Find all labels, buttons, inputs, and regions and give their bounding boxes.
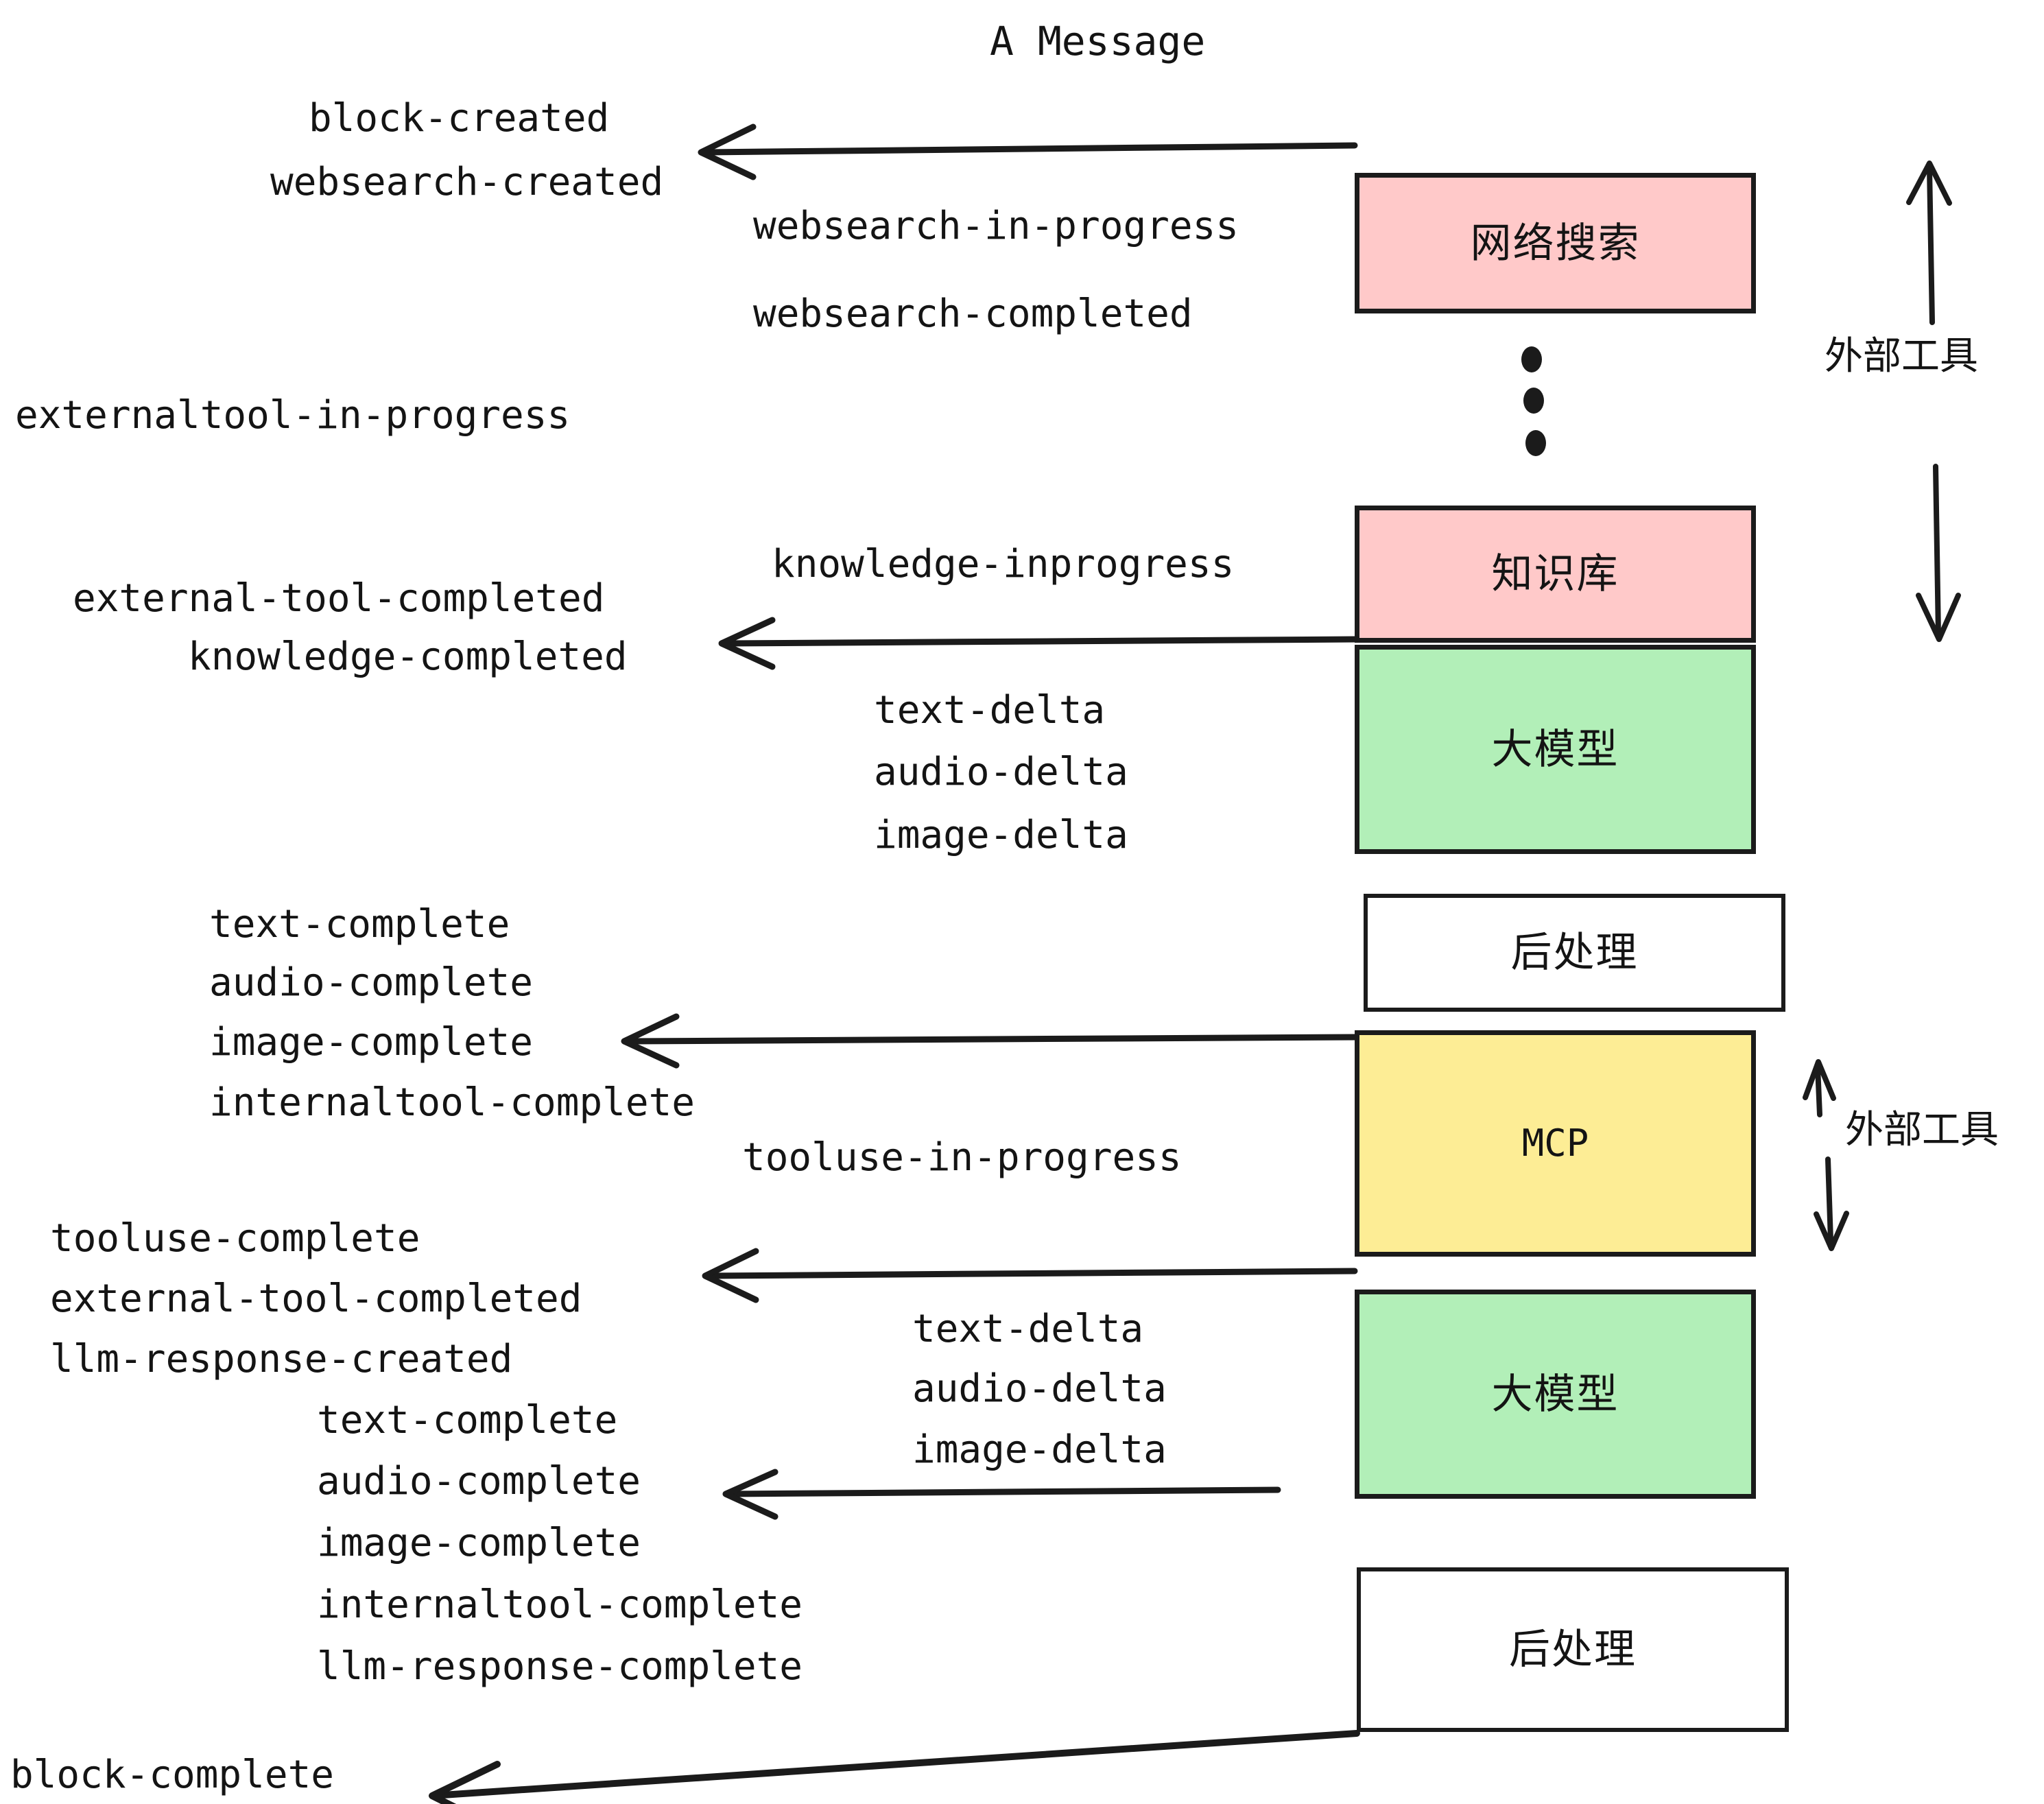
event-tooluse-complete: tooluse-complete [50, 1216, 420, 1261]
event-websearch-in-progress: websearch-in-progress [753, 204, 1239, 248]
box-postprocess-top[interactable]: 后处理 [1364, 894, 1785, 1012]
event-knowledge-inprogress: knowledge-inprogress [772, 542, 1235, 586]
event-audio-complete-2: audio-complete [317, 1459, 641, 1504]
box-mcp-label: MCP [1521, 1121, 1589, 1165]
arrow-knowledge-to-completed [718, 617, 1358, 670]
event-external-tool-completed-1: external-tool-completed [73, 576, 605, 621]
event-llm-response-complete: llm-response-complete [317, 1644, 803, 1689]
external-tool-label-bottom: 外部工具 [1845, 1108, 1999, 1152]
arrow-websearch-to-block-created [698, 123, 1358, 180]
event-websearch-created: websearch-created [270, 160, 664, 204]
event-image-delta-2: image-delta [912, 1427, 1167, 1472]
vertical-ellipsis-dots [1521, 346, 1546, 456]
event-text-complete-1: text-complete [209, 902, 510, 947]
arrow-llm-bottom-to-audio-complete [722, 1469, 1281, 1520]
event-text-delta-2: text-delta [912, 1307, 1144, 1351]
event-block-created: block-created [309, 96, 610, 141]
box-postprocess-top-label: 后处理 [1510, 929, 1639, 977]
arrow-postprocess-to-block-complete [429, 1730, 1360, 1804]
diagram-title: A Message [990, 18, 1206, 64]
box-postprocess-bottom[interactable]: 后处理 [1357, 1567, 1789, 1732]
event-image-complete-2: image-complete [317, 1521, 641, 1565]
arrow-mcp-to-tooluse-complete [702, 1248, 1358, 1303]
event-text-complete-2: text-complete [317, 1398, 618, 1443]
box-knowledge[interactable]: 知识库 [1355, 506, 1756, 643]
box-llm-top-label: 大模型 [1491, 725, 1619, 774]
arrow-llm-top-to-image-complete [621, 1013, 1358, 1069]
event-audio-complete-1: audio-complete [209, 960, 534, 1005]
box-llm-top[interactable]: 大模型 [1355, 645, 1756, 854]
box-mcp[interactable]: MCP [1355, 1030, 1756, 1257]
event-audio-delta-2: audio-delta [912, 1366, 1167, 1411]
box-postprocess-bottom-label: 后处理 [1509, 1626, 1637, 1674]
event-image-delta-1: image-delta [874, 813, 1128, 857]
event-websearch-completed: websearch-completed [753, 292, 1193, 336]
box-websearch[interactable]: 网络搜索 [1355, 173, 1756, 313]
event-internaltool-complete-1: internaltool-complete [209, 1080, 696, 1125]
external-tool-range-arrow-top [1906, 161, 1961, 642]
box-llm-bottom[interactable]: 大模型 [1355, 1290, 1756, 1499]
event-tooluse-in-progress: tooluse-in-progress [742, 1135, 1182, 1180]
event-knowledge-completed: knowledge-completed [188, 634, 628, 679]
event-text-delta-1: text-delta [874, 688, 1106, 733]
event-external-tool-completed-2: external-tool-completed [50, 1277, 582, 1321]
event-block-complete: block-complete [10, 1753, 335, 1797]
external-tool-label-top: 外部工具 [1825, 334, 1978, 379]
external-tool-range-arrow-bottom [1803, 1059, 1849, 1251]
event-llm-response-created: llm-response-created [50, 1337, 513, 1381]
event-image-complete-1: image-complete [209, 1020, 534, 1065]
box-websearch-label: 网络搜索 [1470, 219, 1641, 268]
event-audio-delta-1: audio-delta [874, 750, 1128, 794]
event-internaltool-complete-2: internaltool-complete [317, 1582, 803, 1627]
event-externaltool-in-progress: externaltool-in-progress [15, 393, 571, 438]
box-knowledge-label: 知识库 [1491, 550, 1619, 598]
box-llm-bottom-label: 大模型 [1491, 1370, 1619, 1419]
